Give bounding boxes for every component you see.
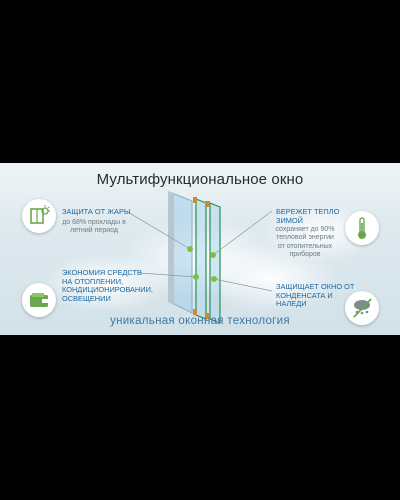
savings-label: ЭКОНОМИЯ СРЕДСТВ НА ОТОПЛЕНИИ, КОНДИЦИОН…	[62, 268, 153, 303]
heat-protection-label: ЗАЩИТА ОТ ЖАРЫ	[62, 207, 131, 216]
connector-line	[213, 278, 273, 292]
connector-line	[212, 210, 273, 256]
condensation-label: ЗАЩИЩАЕТ ОКНО ОТ КОНДЕНСАТА И НАЛЕДИ	[276, 282, 355, 309]
label-line: КОНДИЦИОНИРОВАНИИ,	[62, 285, 153, 295]
cloud-decoration	[40, 253, 170, 313]
label-line: НА ОТОПЛЕНИИ,	[62, 276, 124, 286]
label-line: ОСВЕЩЕНИИ	[62, 293, 111, 303]
detail-line: приборов	[289, 251, 321, 259]
connector-line	[139, 272, 197, 278]
spacer-top	[205, 201, 210, 207]
no-condensation-icon	[345, 291, 379, 325]
glass-pane-outer	[171, 192, 193, 314]
detail-line: сохраняет до 90%	[275, 226, 335, 233]
thermometer-icon	[345, 211, 379, 245]
point-marker	[210, 252, 216, 258]
label-line: ЭКОНОМИЯ СРЕДСТВ	[62, 268, 142, 277]
warmth-label: БЕРЕЖЕТ ТЕПЛО ЗИМОЙ	[276, 207, 340, 225]
label-line: ЗАЩИЩАЕТ ОКНО ОТ	[276, 282, 355, 291]
point-marker	[193, 274, 199, 280]
window-diagram	[125, 191, 273, 324]
label-line: КОНДЕНСАТА И	[276, 290, 333, 300]
detail-line: до 68% прохлады в	[62, 219, 126, 226]
window-frame	[168, 191, 174, 305]
label-line: ЗИМОЙ	[276, 215, 303, 225]
spacer-top	[193, 197, 197, 203]
spacer-bottom	[205, 313, 210, 319]
sun-window-icon	[22, 199, 56, 233]
footer-tagline: уникальная оконная технология	[110, 315, 290, 327]
label-line: БЕРЕЖЕТ ТЕПЛО	[276, 207, 340, 216]
warmth-detail: сохраняет до 90% тепловой энергии от ото…	[268, 226, 342, 260]
wallet-icon	[22, 283, 56, 317]
page-title: Мультифункциональное окно	[96, 171, 304, 188]
label-line: НАЛЕДИ	[276, 299, 307, 309]
detail-line: летний период	[70, 227, 118, 235]
point-marker	[211, 276, 217, 282]
banner: Мультифункциональное окно	[0, 163, 400, 335]
glass-pane-middle	[195, 198, 207, 320]
connector-line	[125, 210, 191, 250]
heat-protection-detail: до 68% прохлады в летний период	[58, 219, 130, 236]
point-marker	[187, 246, 193, 252]
spacer-bottom	[193, 309, 197, 315]
detail-line: от отопительных	[277, 242, 333, 250]
glass-pane-inner	[209, 202, 221, 324]
detail-line: тепловой энергии	[276, 234, 334, 242]
